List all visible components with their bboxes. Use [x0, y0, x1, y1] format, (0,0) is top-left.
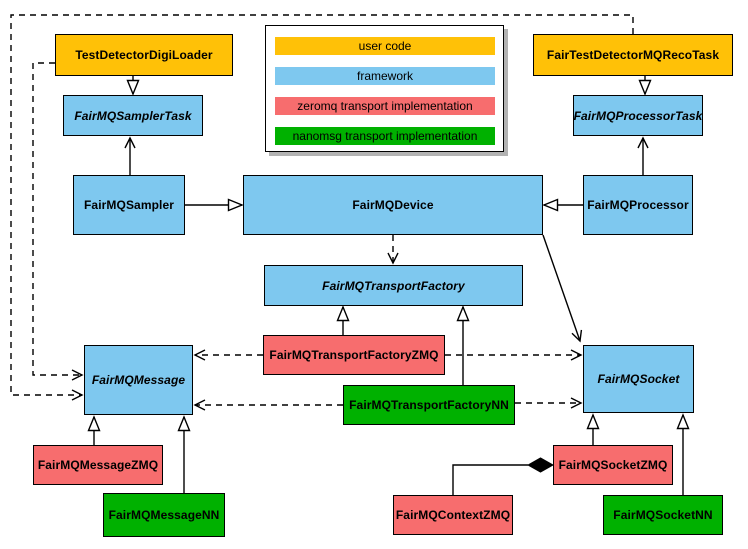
node-fairmqcontextzmq: FairMQContextZMQ	[393, 495, 513, 535]
legend: user code framework zeromq transport imp…	[265, 25, 504, 152]
node-fairmqmessagenn: FairMQMessageNN	[103, 493, 225, 537]
node-fairmqsampler: FairMQSampler	[73, 175, 185, 235]
edge-ctxzmq-sockzmq	[452, 464, 528, 495]
node-fairmqtransportfactory: FairMQTransportFactory	[264, 265, 523, 306]
node-fairmqmessagezmq: FairMQMessageZMQ	[33, 445, 163, 485]
node-fairtestdetectormqrecotask: FairTestDetectorMQRecoTask	[533, 34, 733, 76]
edge-device-socket	[542, 234, 583, 343]
node-fairmqprocessor: FairMQProcessor	[583, 175, 693, 235]
legend-item-zeromq: zeromq transport implementation	[275, 97, 495, 115]
composition-diamond	[526, 457, 555, 473]
node-fairmqsocketnn: FairMQSocketNN	[603, 495, 723, 535]
edge-recotask-message	[10, 14, 634, 401]
node-fairmqsamplertask: FairMQSamplerTask	[63, 95, 203, 136]
node-fairmqtransportfactoryzmq: FairMQTransportFactoryZMQ	[263, 335, 445, 375]
node-fairmqsocket: FairMQSocket	[583, 345, 694, 413]
node-fairmqtransportfactorynn: FairMQTransportFactoryNN	[343, 385, 515, 425]
node-fairmqsocketzmq: FairMQSocketZMQ	[553, 445, 673, 485]
legend-item-framework: framework	[275, 67, 495, 85]
legend-item-user-code: user code	[275, 37, 495, 55]
node-testdetectordigiloader: TestDetectorDigiLoader	[55, 34, 233, 76]
node-fairmqdevice: FairMQDevice	[243, 175, 543, 235]
node-fairmqprocessortask: FairMQProcessorTask	[573, 95, 703, 136]
legend-item-nanomsg: nanomsg transport implementation	[275, 127, 495, 145]
node-fairmqmessage: FairMQMessage	[84, 345, 193, 415]
edge-tddl-message	[32, 62, 84, 381]
